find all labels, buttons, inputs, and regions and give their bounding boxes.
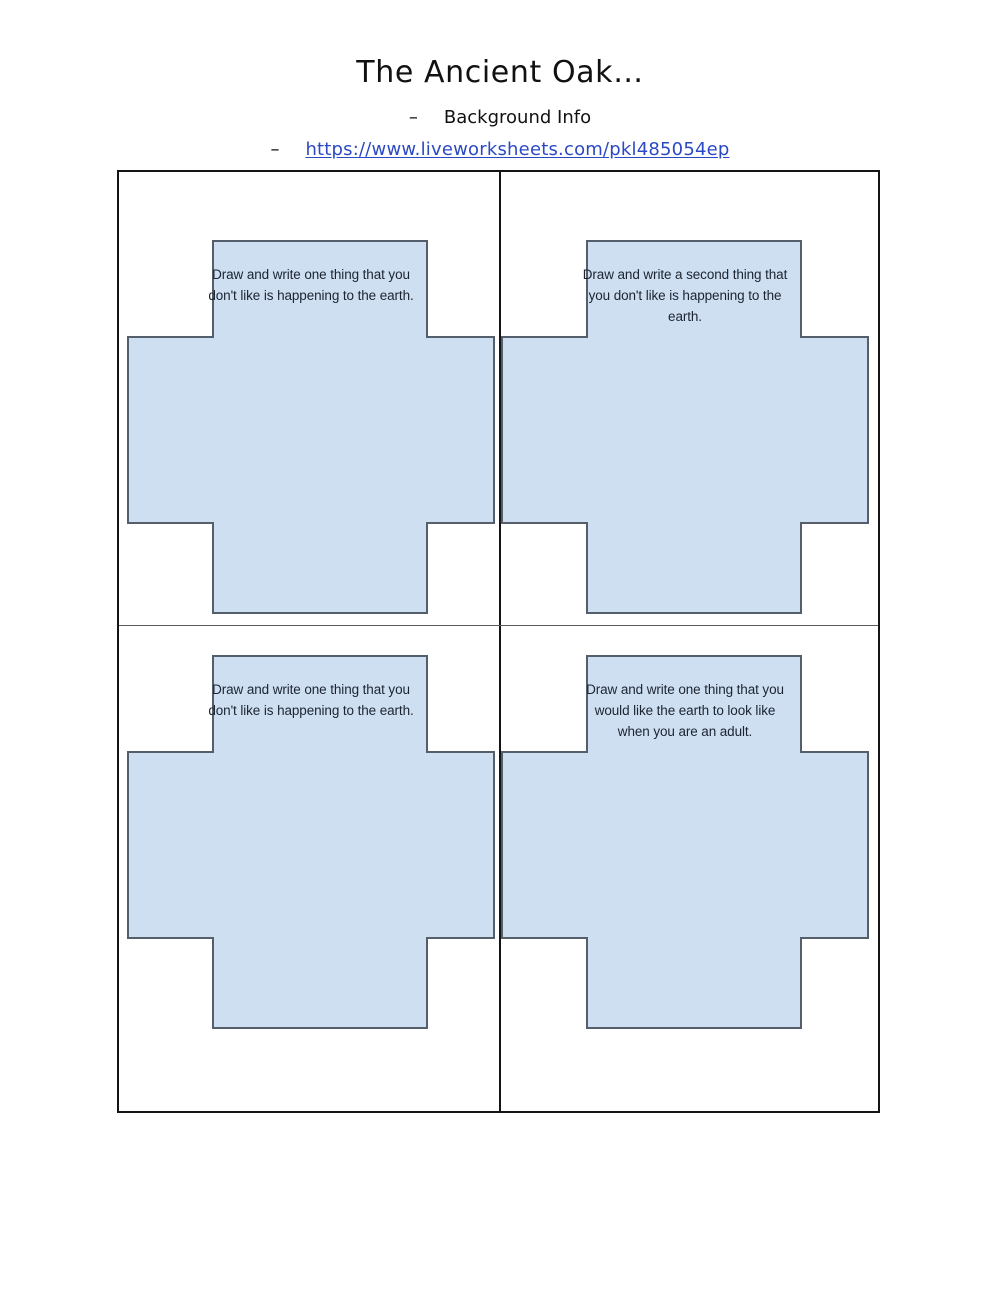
quadrant-top-left: Draw and write one thing that you don't … [119, 172, 499, 625]
quadrant-prompt-text: Draw and write a second thing that you d… [582, 267, 788, 324]
quadrant-prompt-text: Draw and write one thing that you don't … [208, 682, 414, 718]
cross-drawing-area[interactable]: Draw and write a second thing that you d… [501, 240, 869, 614]
cross-drawing-area[interactable]: Draw and write one thing that you don't … [127, 240, 495, 614]
subtitle-text: Background Info [443, 107, 592, 128]
cross-shape-icon [501, 240, 869, 614]
cross-shape-icon [127, 655, 495, 1029]
cross-shape-icon [501, 655, 869, 1029]
cross-shape-icon [127, 240, 495, 614]
quadrant-prompt-text: Draw and write one thing that you would … [586, 682, 784, 739]
page-title: The Ancient Oak… [356, 55, 644, 90]
bullet-dash-icon: – [270, 139, 280, 160]
quadrant-bottom-left: Draw and write one thing that you don't … [119, 627, 499, 1080]
cross-drawing-area[interactable]: Draw and write one thing that you don't … [127, 655, 495, 1029]
worksheet-frame: Draw and write one thing that you don't … [117, 170, 880, 1113]
frame-divider-horizontal [119, 625, 878, 626]
cross-drawing-area[interactable]: Draw and write one thing that you would … [501, 655, 869, 1029]
worksheet-url-link[interactable]: https://www.liveworksheets.com/pkl485054… [305, 139, 730, 160]
bullet-dash-icon: – [408, 107, 418, 128]
link-row: – https://www.liveworksheets.com/pkl48505… [0, 139, 1000, 160]
quadrant-bottom-right: Draw and write one thing that you would … [501, 627, 881, 1080]
quadrant-top-right: Draw and write a second thing that you d… [501, 172, 881, 625]
quadrant-prompt-text: Draw and write one thing that you don't … [208, 267, 414, 303]
frame-divider-vertical [499, 172, 501, 1111]
subtitle-row: – Background Info [0, 107, 1000, 128]
worksheet-header: The Ancient Oak… – Background Info – https… [0, 0, 1000, 170]
